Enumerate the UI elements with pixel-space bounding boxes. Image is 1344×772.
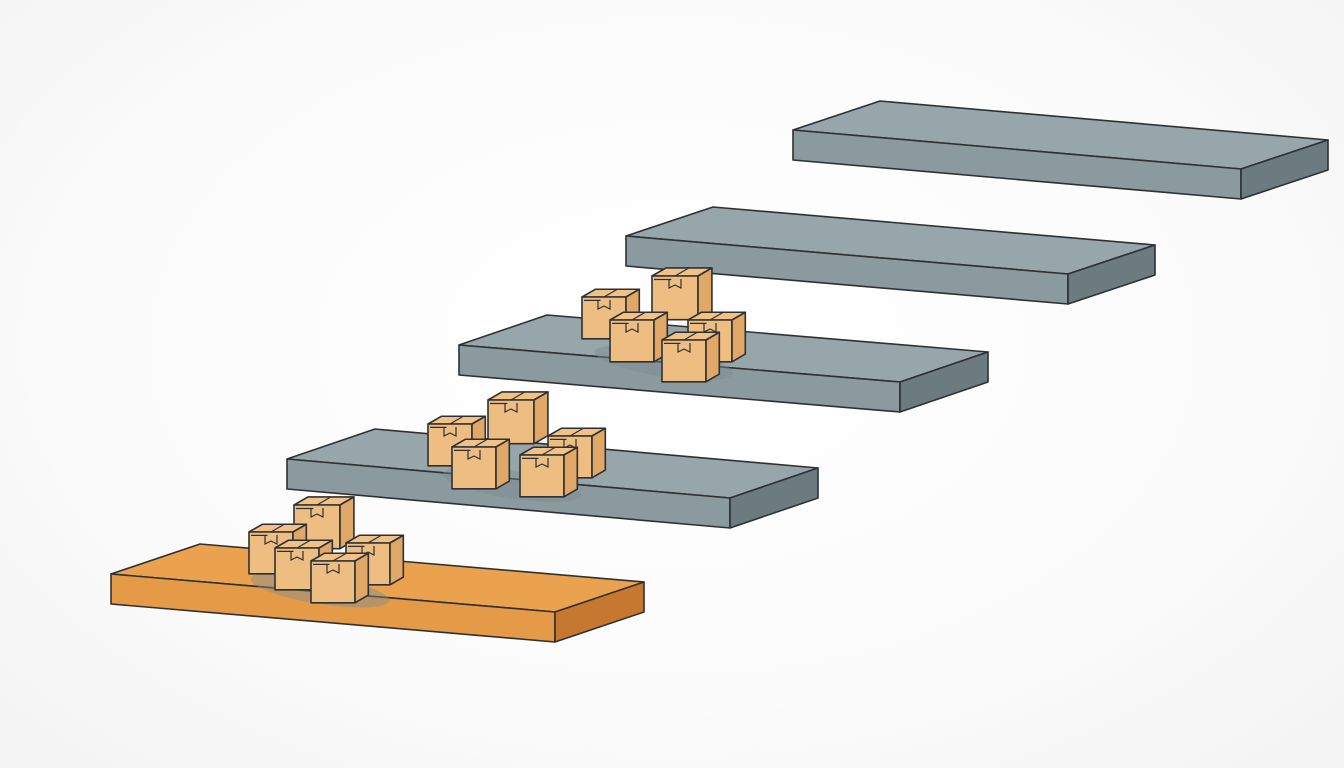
shelf-side-face — [554, 581, 645, 643]
cardboard-box — [519, 446, 579, 498]
shelf-side-face — [1240, 139, 1329, 200]
shelf — [792, 100, 1329, 200]
shelf — [458, 267, 989, 413]
shelf — [286, 391, 819, 529]
shelf-side-face — [1067, 244, 1156, 305]
shelf — [625, 206, 1156, 305]
cardboard-box — [451, 438, 511, 490]
shelf-side-face — [899, 351, 989, 413]
cardboard-box — [487, 391, 549, 445]
shelf-side-face — [729, 467, 819, 529]
cardboard-box — [651, 267, 713, 321]
shelf-highlighted — [110, 496, 645, 643]
cardboard-box — [609, 311, 669, 363]
cardboard-box — [310, 552, 370, 604]
cardboard-box — [661, 331, 721, 383]
